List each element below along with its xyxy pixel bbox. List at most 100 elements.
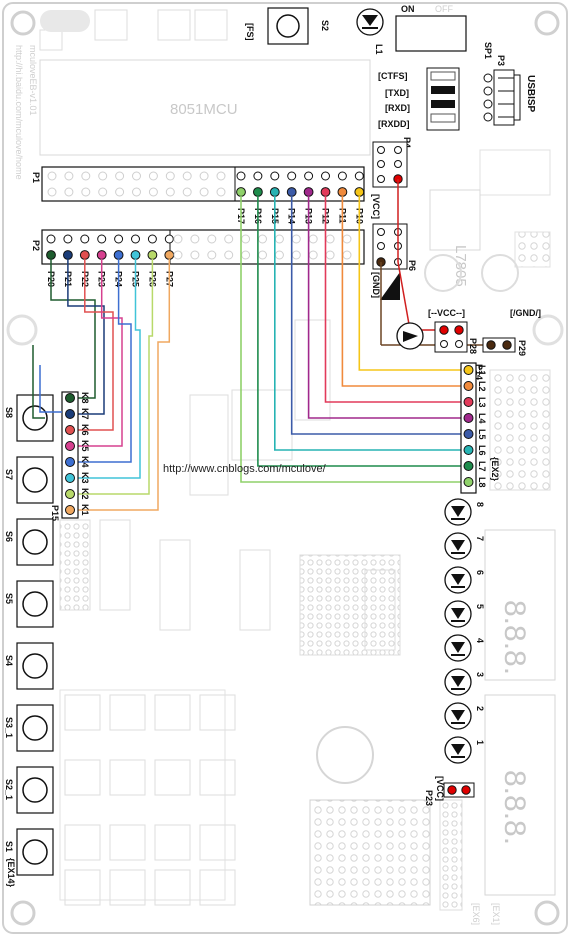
p1-header: P1 — [31, 166, 365, 202]
wire-p17 — [240, 196, 464, 483]
p15-pin-k1 — [65, 505, 75, 515]
led-diode: 2 — [444, 702, 485, 730]
switch-s4[interactable]: S4 — [4, 642, 54, 690]
usbisp-header: USBISP — [483, 69, 536, 126]
led-number: 5 — [475, 604, 485, 609]
svg-text:8.8.8.: 8.8.8. — [498, 770, 531, 845]
p2-pin-p25 — [130, 250, 141, 260]
p14-pin-l1 — [463, 365, 474, 375]
p29-label: P29 — [517, 340, 527, 356]
p2-unused-pin — [207, 234, 217, 244]
led-label-l8: L8 — [477, 477, 487, 488]
power-switch: ON OFF SP1 P3 — [395, 4, 506, 66]
p14-pin-l6 — [463, 445, 474, 455]
led-number: 7 — [475, 536, 485, 541]
p2-unused-pin — [173, 250, 183, 260]
dip-switch-uart[interactable] — [426, 67, 460, 131]
p14-label: P14 — [474, 364, 484, 380]
gnd-header-label: [/GND/] — [510, 308, 541, 318]
p2-unused-pin — [308, 234, 318, 244]
led-diode: 6 — [444, 566, 485, 594]
switch-s6[interactable]: S6 — [4, 518, 54, 566]
svg-text:[EX1]: [EX1] — [491, 903, 501, 925]
switch-s1[interactable]: S1 — [4, 828, 54, 876]
gnd-label: [GND] — [371, 272, 381, 298]
led-diode: 5 — [444, 600, 485, 628]
p1-unused-pin — [132, 187, 141, 197]
p2-pin-p27 — [164, 250, 175, 260]
p1-unused-pin — [148, 187, 158, 197]
p14-pin-l3 — [463, 397, 474, 407]
p2-unused-pin — [207, 250, 217, 260]
power-switch-body[interactable] — [395, 15, 467, 52]
wire-p25 — [74, 259, 141, 479]
led-label-l1: L1 — [477, 365, 487, 376]
switch-label: S3_1 — [4, 717, 14, 738]
switch-s7[interactable]: S7 — [4, 456, 54, 504]
led-label-l5: L5 — [477, 429, 487, 440]
jumper-wires — [50, 196, 464, 511]
switch-s3-1[interactable]: S3_1 — [4, 704, 54, 752]
p1-pin-p12 — [320, 187, 331, 197]
p2-top-pin — [114, 234, 124, 244]
uart-label-ctfs: [CTFS] — [378, 71, 408, 81]
led-label-l4: L4 — [477, 413, 487, 424]
key-label-k7: K7 — [80, 408, 90, 420]
switch-label: S2_1 — [4, 779, 14, 800]
p2-unused-pin — [173, 234, 183, 244]
led-diode: 4 — [444, 634, 485, 662]
wire-p13 — [307, 196, 464, 419]
key-label-k8: K8 — [80, 392, 90, 404]
wire-p12 — [324, 196, 464, 403]
p1-unused-pin — [199, 171, 209, 181]
switch-s2-1[interactable]: S2_1 — [4, 766, 54, 814]
p15-pin-k5 — [65, 441, 75, 451]
switch-label: S5 — [4, 593, 14, 604]
switch-label: S4 — [4, 655, 14, 666]
p2-top-pin — [131, 234, 140, 244]
p15-key-header: P15 — [50, 391, 79, 521]
p2-unused-pin — [291, 250, 301, 260]
wire-p24 — [74, 259, 132, 463]
led-diode: 3 — [444, 668, 485, 696]
p1-unused-pin — [132, 171, 141, 181]
p1-unused-pin — [115, 187, 125, 197]
p1-unused-pin — [47, 187, 57, 197]
watermark-text: http://www.cnblogs.com/mculove/ — [163, 463, 327, 475]
s2-switch[interactable] — [267, 7, 309, 45]
p1-unused-pin — [98, 171, 108, 181]
p6-jumper: P6 [GND] — [371, 223, 417, 300]
p1-top-pin — [354, 171, 364, 181]
wire-p21 — [67, 259, 105, 415]
p23-header: P23 [VCC] — [424, 776, 475, 806]
switch-s5[interactable]: S5 — [4, 580, 54, 628]
p1-unused-pin — [81, 187, 91, 197]
on-label: ON — [401, 4, 415, 14]
p2-label: P2 — [31, 240, 41, 251]
p28-label: P28 — [468, 338, 478, 354]
p1-pin-p10 — [354, 187, 365, 197]
wire-p15 — [274, 196, 464, 451]
p2-unused-pin — [291, 234, 301, 244]
led-diode: 8 — [444, 498, 485, 526]
p1-top-pin — [337, 171, 347, 181]
vcc-label: [VCC] — [371, 194, 381, 219]
p1-unused-pin — [165, 171, 175, 181]
p1-pin-p15 — [269, 187, 280, 197]
p2-top-pin — [46, 234, 56, 244]
key-label-k2: K2 — [80, 488, 90, 500]
p2-unused-pin — [258, 234, 267, 244]
switch-s8[interactable]: S8 — [4, 394, 54, 442]
p2-top-pin — [147, 234, 157, 244]
wire-p20 — [50, 259, 96, 399]
key-label-k4: K4 — [80, 456, 90, 468]
p1-pin-p16 — [253, 187, 263, 197]
led-number: 4 — [475, 638, 485, 643]
p1-unused-pin — [182, 171, 192, 181]
p2-unused-pin — [224, 234, 234, 244]
p15-pin-k3 — [65, 473, 75, 483]
p15-pin-k2 — [65, 489, 75, 499]
uart-labels: [CTFS] [TXD] [RXD] [RXDD] — [378, 71, 410, 129]
power-led-l1: L1 — [356, 8, 384, 55]
